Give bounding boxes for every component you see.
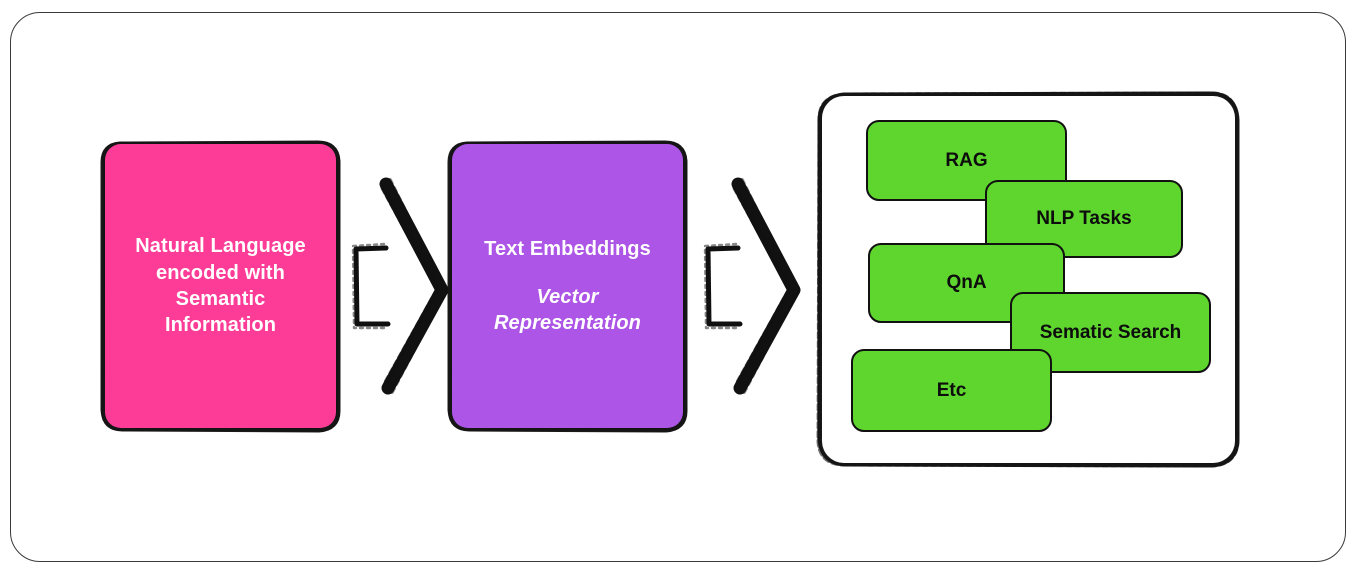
- stage-line-1: Natural Language: [135, 235, 306, 258]
- stage-fill-pink: [105, 144, 336, 428]
- arrow-right-icon-1: [350, 172, 450, 400]
- stage-box-natural-language[interactable]: Natural Language encoded with Semantic I…: [100, 140, 341, 433]
- stage-label-text-embeddings: Text Embeddings Vector Representation: [452, 144, 683, 428]
- stage-subtitle-line-2: Representation: [494, 312, 641, 335]
- app-label-qna: QnA: [946, 272, 987, 294]
- app-label-nlp-tasks: NLP Tasks: [1036, 208, 1132, 230]
- page-frame: [10, 12, 1346, 562]
- stage-label-natural-language: Natural Language encoded with Semantic I…: [105, 144, 336, 428]
- stage-line-2: encoded with: [156, 261, 285, 284]
- stage-subtitle-line-1: Vector: [536, 286, 599, 309]
- stage-fill-purple: [452, 144, 683, 428]
- stage-box-text-embeddings[interactable]: Text Embeddings Vector Representation: [447, 140, 688, 433]
- stage-line-4: Information: [164, 314, 277, 337]
- stage-title: Text Embeddings: [484, 237, 651, 260]
- stage-line-3: Semantic: [175, 288, 266, 310]
- app-label-etc: Etc: [936, 379, 967, 401]
- app-fill-etc: [851, 349, 1052, 432]
- app-label-rag: RAG: [945, 149, 988, 171]
- arrow-right-icon-2: [702, 172, 802, 400]
- app-label-sematic-search: Sematic Search: [1039, 321, 1182, 343]
- app-box-etc[interactable]: Etc: [851, 349, 1052, 432]
